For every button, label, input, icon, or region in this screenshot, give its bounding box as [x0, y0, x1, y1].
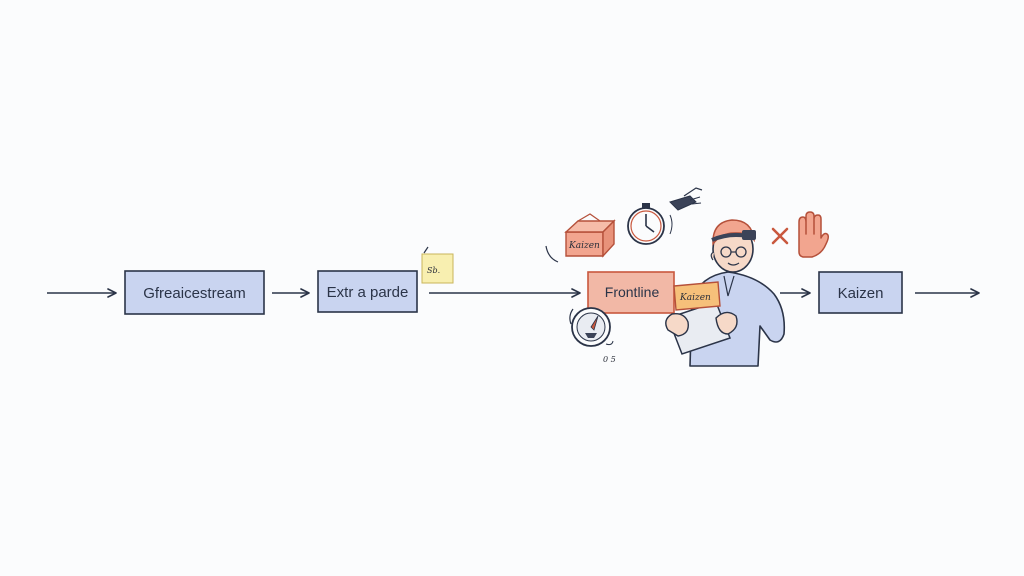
svg-text:0 5: 0 5 [603, 355, 616, 364]
svg-text:Sb.: Sb. [427, 266, 440, 275]
box-kaizen [818, 271, 903, 314]
box-label-gfreaicestream: Gfreaicestream [143, 285, 246, 302]
stopwatch-icon [627, 203, 673, 245]
box-extra-parde [317, 270, 418, 313]
stop-hand-icon [798, 211, 830, 258]
box-gfreaicestream [124, 270, 265, 315]
drone-icon [669, 187, 703, 211]
box-frontline [587, 271, 675, 314]
worker-figure: Kaizen [665, 219, 786, 367]
x-mark-icon [771, 227, 789, 245]
sticky-note: Sb. [421, 246, 454, 284]
svg-text:Kaizen: Kaizen [679, 293, 711, 303]
box-label-kaizen: Kaizen [838, 285, 884, 302]
box-icon: Kaizen [545, 213, 616, 263]
svg-text:Kaizen: Kaizen [568, 241, 600, 251]
box-label-frontline: Frontline [605, 284, 660, 300]
box-label-extra-parde: Extr a parde [327, 284, 409, 301]
gauge-icon: 0 5 [569, 307, 616, 364]
